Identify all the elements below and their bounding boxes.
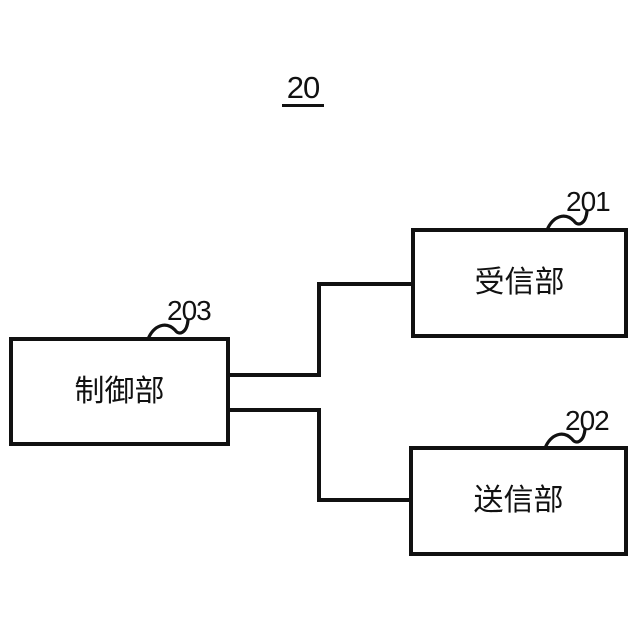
ref-numeral-receiving-unit: 201	[566, 186, 611, 217]
figure-number: 20	[282, 72, 324, 107]
connector-control-to-transmitter	[229, 408, 411, 502]
ref-numeral-transmitting-unit: 202	[565, 405, 610, 436]
block-receiving-unit: 受信部	[411, 228, 628, 338]
ref-numeral-control-unit: 203	[167, 295, 212, 326]
block-control-unit: 制御部	[9, 337, 230, 446]
connector-control-to-receiver	[229, 282, 413, 377]
block-transmitting-unit-label: 送信部	[473, 484, 564, 517]
block-receiving-unit-label: 受信部	[474, 266, 565, 299]
block-transmitting-unit: 送信部	[409, 446, 628, 556]
block-control-unit-label: 制御部	[74, 374, 165, 408]
